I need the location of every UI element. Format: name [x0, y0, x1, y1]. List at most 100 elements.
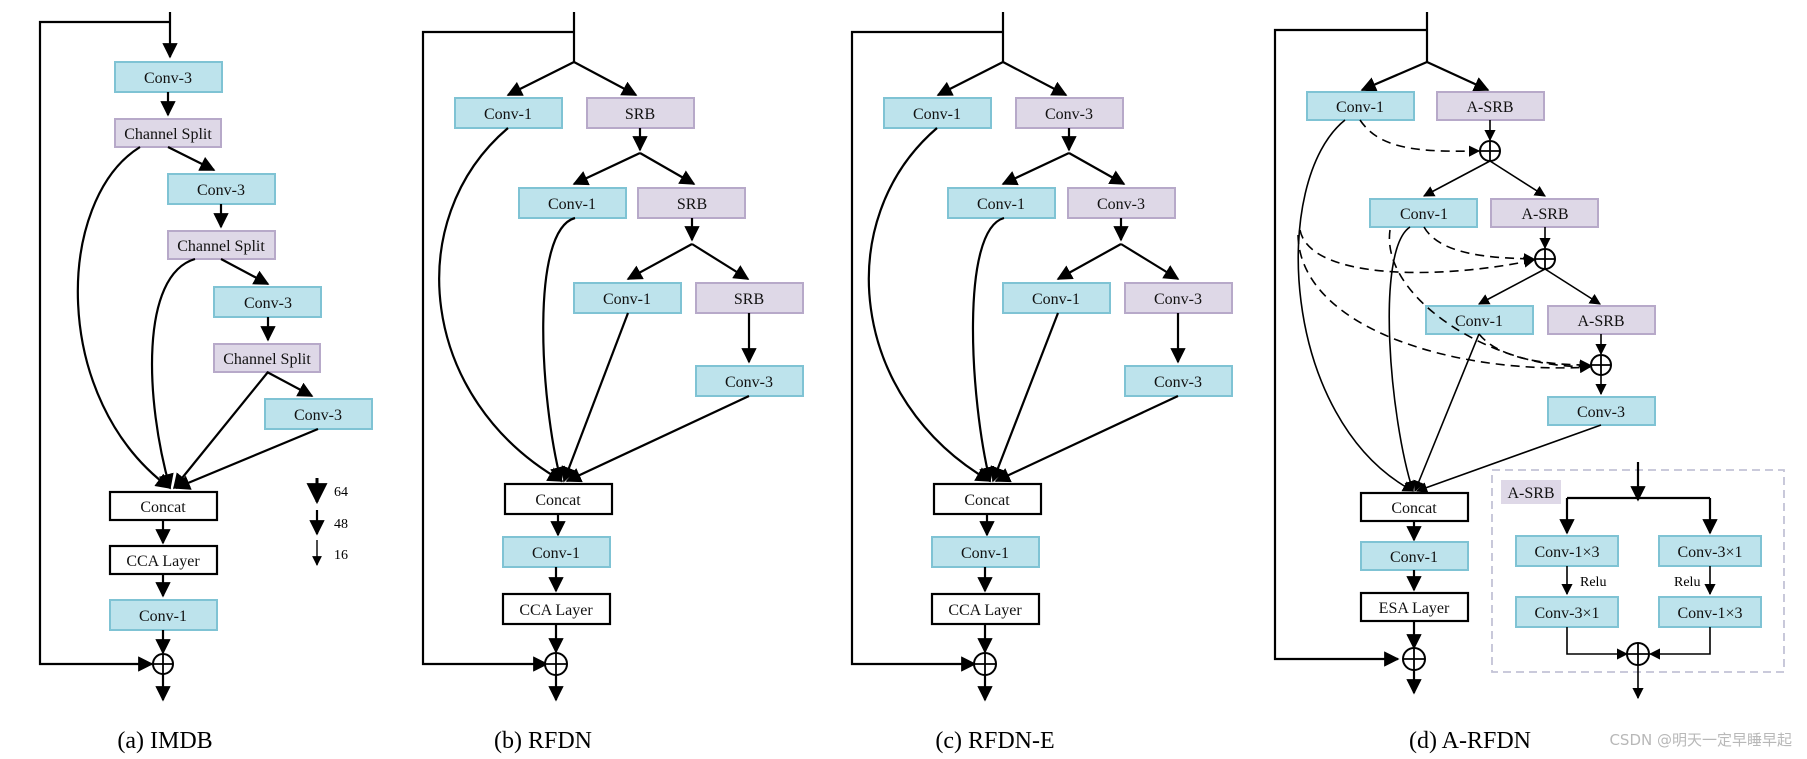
- rfdne-conv1-1-label: Conv-1: [913, 106, 961, 123]
- imdb-conv3-3-label: Conv-3: [244, 295, 292, 312]
- rfdne-conv3-b3-label: Conv-3: [1154, 291, 1202, 308]
- arfdn-add-1: [1479, 140, 1501, 162]
- rfdn-srb-2-label: SRB: [677, 196, 707, 213]
- caption-imdb: (a) IMDB: [117, 728, 212, 754]
- arfdn-conv3-label: Conv-3: [1577, 404, 1625, 421]
- rfdne-conv1-2-label: Conv-1: [977, 196, 1025, 213]
- imdb-conv3-2-label: Conv-3: [197, 182, 245, 199]
- arfdn-conv1-2: Conv-1: [1369, 198, 1478, 228]
- rfdne-conv1-out-label: Conv-1: [961, 545, 1009, 562]
- legend-16: 16: [334, 548, 348, 563]
- imdb-conv3-1-label: Conv-3: [144, 70, 192, 87]
- imdb-split-3-label: Channel Split: [223, 351, 311, 368]
- arfdn-conv1-2-label: Conv-1: [1400, 206, 1448, 223]
- imdb-split-2-label: Channel Split: [177, 238, 265, 255]
- imdb-add-node: [152, 653, 174, 675]
- rfdne-conv3-b1: Conv-3: [1015, 97, 1124, 129]
- asrb-inset-title-label: A-SRB: [1507, 485, 1554, 502]
- asrb-left-conv3x1-label: Conv-3×1: [1534, 605, 1599, 622]
- rfdn-conv3-label: Conv-3: [725, 374, 773, 391]
- imdb-conv3-2: Conv-3: [167, 173, 276, 205]
- rfdne-conv1-3: Conv-1: [1002, 282, 1111, 314]
- asrb-left-conv3x1: Conv-3×1: [1515, 596, 1619, 628]
- asrb-inset-title: A-SRB: [1501, 480, 1561, 504]
- imdb-concat-label: Concat: [140, 499, 186, 516]
- asrb-right-relu: Relu: [1674, 575, 1700, 590]
- arfdn-conv1-3-label: Conv-1: [1455, 313, 1503, 330]
- rfdn-conv1-out-label: Conv-1: [532, 545, 580, 562]
- panel-rfdn: Conv-1 SRB Conv-1 SRB Conv-1 SRB: [421, 12, 804, 754]
- asrb-right-conv3x1-label: Conv-3×1: [1677, 544, 1742, 561]
- rfdn-srb-1: SRB: [586, 97, 695, 129]
- imdb-cca-label: CCA Layer: [126, 553, 200, 570]
- imdb-cca: CCA Layer: [108, 544, 219, 576]
- asrb-left-conv1x3: Conv-1×3: [1515, 535, 1619, 567]
- caption-rfdn: (b) RFDN: [494, 728, 592, 754]
- imdb-split-3: Channel Split: [213, 343, 321, 373]
- imdb-conv1-out-label: Conv-1: [139, 608, 187, 625]
- asrb-left-conv1x3-label: Conv-1×3: [1534, 544, 1599, 561]
- rfdn-conv1-out: Conv-1: [502, 536, 611, 568]
- imdb-split-2: Channel Split: [167, 230, 276, 260]
- rfdn-add-node: [544, 652, 568, 676]
- rfdne-conv1-out: Conv-1: [931, 536, 1040, 568]
- rfdne-conv3-b1-label: Conv-3: [1045, 106, 1093, 123]
- rfdne-conv3-b3: Conv-3: [1124, 282, 1233, 314]
- caption-a-rfdn: (d) A-RFDN: [1409, 728, 1531, 754]
- arfdn-asrb-1-label: A-SRB: [1466, 99, 1513, 116]
- arfdn-add-2: [1534, 248, 1556, 270]
- rfdn-srb-2: SRB: [637, 187, 746, 219]
- rfdn-srb-1-label: SRB: [625, 106, 655, 123]
- rfdne-concat: Concat: [932, 482, 1043, 516]
- arfdn-conv3: Conv-3: [1547, 396, 1656, 426]
- asrb-left-relu: Relu: [1580, 575, 1606, 590]
- arfdn-add-3: [1590, 354, 1612, 376]
- arfdn-asrb-1: A-SRB: [1436, 91, 1545, 121]
- rfdne-concat-label: Concat: [964, 492, 1010, 509]
- imdb-conv3-3: Conv-3: [213, 286, 322, 318]
- imdb-split-1: Channel Split: [114, 118, 222, 148]
- rfdn-concat: Concat: [503, 482, 614, 516]
- arfdn-add-out: [1402, 647, 1426, 671]
- arfdn-asrb-2: A-SRB: [1490, 198, 1599, 228]
- legend-48: 48: [334, 517, 348, 532]
- rfdne-conv3-out: Conv-3: [1124, 365, 1233, 397]
- rfdne-conv3-b2: Conv-3: [1067, 187, 1176, 219]
- rfdn-srb-3-label: SRB: [734, 291, 764, 308]
- arfdn-asrb-3: A-SRB: [1547, 305, 1656, 335]
- asrb-inset: A-SRB Conv-1×3 Conv-3×1 Relu Relu Conv-3…: [1491, 462, 1785, 700]
- rfdne-conv1-1: Conv-1: [883, 97, 992, 129]
- arfdn-esa: ESA Layer: [1359, 591, 1470, 623]
- rfdn-conv3: Conv-3: [695, 365, 804, 397]
- panel-a-rfdn: Conv-1 A-SRB Conv-1 A-SRB: [1273, 12, 1792, 754]
- arfdn-conv1-1-label: Conv-1: [1336, 99, 1384, 116]
- rfdn-cca: CCA Layer: [501, 592, 612, 626]
- caption-rfdn-e: (c) RFDN-E: [935, 728, 1054, 754]
- rfdn-cca-label: CCA Layer: [519, 602, 593, 619]
- arfdn-concat: Concat: [1359, 491, 1470, 523]
- panel-rfdn-e: Conv-1 Conv-3 Conv-1 Conv-3 Conv-1 Conv-…: [850, 12, 1233, 754]
- rfdne-add-node: [973, 652, 997, 676]
- rfdn-concat-label: Concat: [535, 492, 581, 509]
- asrb-right-conv1x3-label: Conv-1×3: [1677, 605, 1742, 622]
- asrb-right-conv1x3: Conv-1×3: [1658, 596, 1762, 628]
- rfdn-srb-3: SRB: [695, 282, 804, 314]
- arfdn-esa-label: ESA Layer: [1379, 600, 1450, 617]
- imdb-conv3-4-label: Conv-3: [294, 407, 342, 424]
- arfdn-asrb-2-label: A-SRB: [1521, 206, 1568, 223]
- rfdn-conv1-1-label: Conv-1: [484, 106, 532, 123]
- rfdn-conv1-2-label: Conv-1: [548, 196, 596, 213]
- watermark: CSDN @明天一定早睡早起: [1609, 731, 1792, 749]
- rfdn-conv1-2: Conv-1: [518, 187, 627, 219]
- panel-imdb: Conv-3 Channel Split Conv-3 Channel Spli…: [38, 12, 373, 754]
- asrb-inset-add: [1626, 642, 1650, 666]
- imdb-concat: Concat: [108, 490, 219, 522]
- arfdn-concat-label: Concat: [1391, 500, 1437, 517]
- arfdn-conv1-out-label: Conv-1: [1390, 549, 1438, 566]
- rfdn-conv1-1: Conv-1: [454, 97, 563, 129]
- rfdne-conv1-2: Conv-1: [947, 187, 1056, 219]
- asrb-right-conv3x1: Conv-3×1: [1658, 535, 1762, 567]
- rfdne-conv1-3-label: Conv-1: [1032, 291, 1080, 308]
- rfdne-conv3-out-label: Conv-3: [1154, 374, 1202, 391]
- imdb-conv3-4: Conv-3: [264, 398, 373, 430]
